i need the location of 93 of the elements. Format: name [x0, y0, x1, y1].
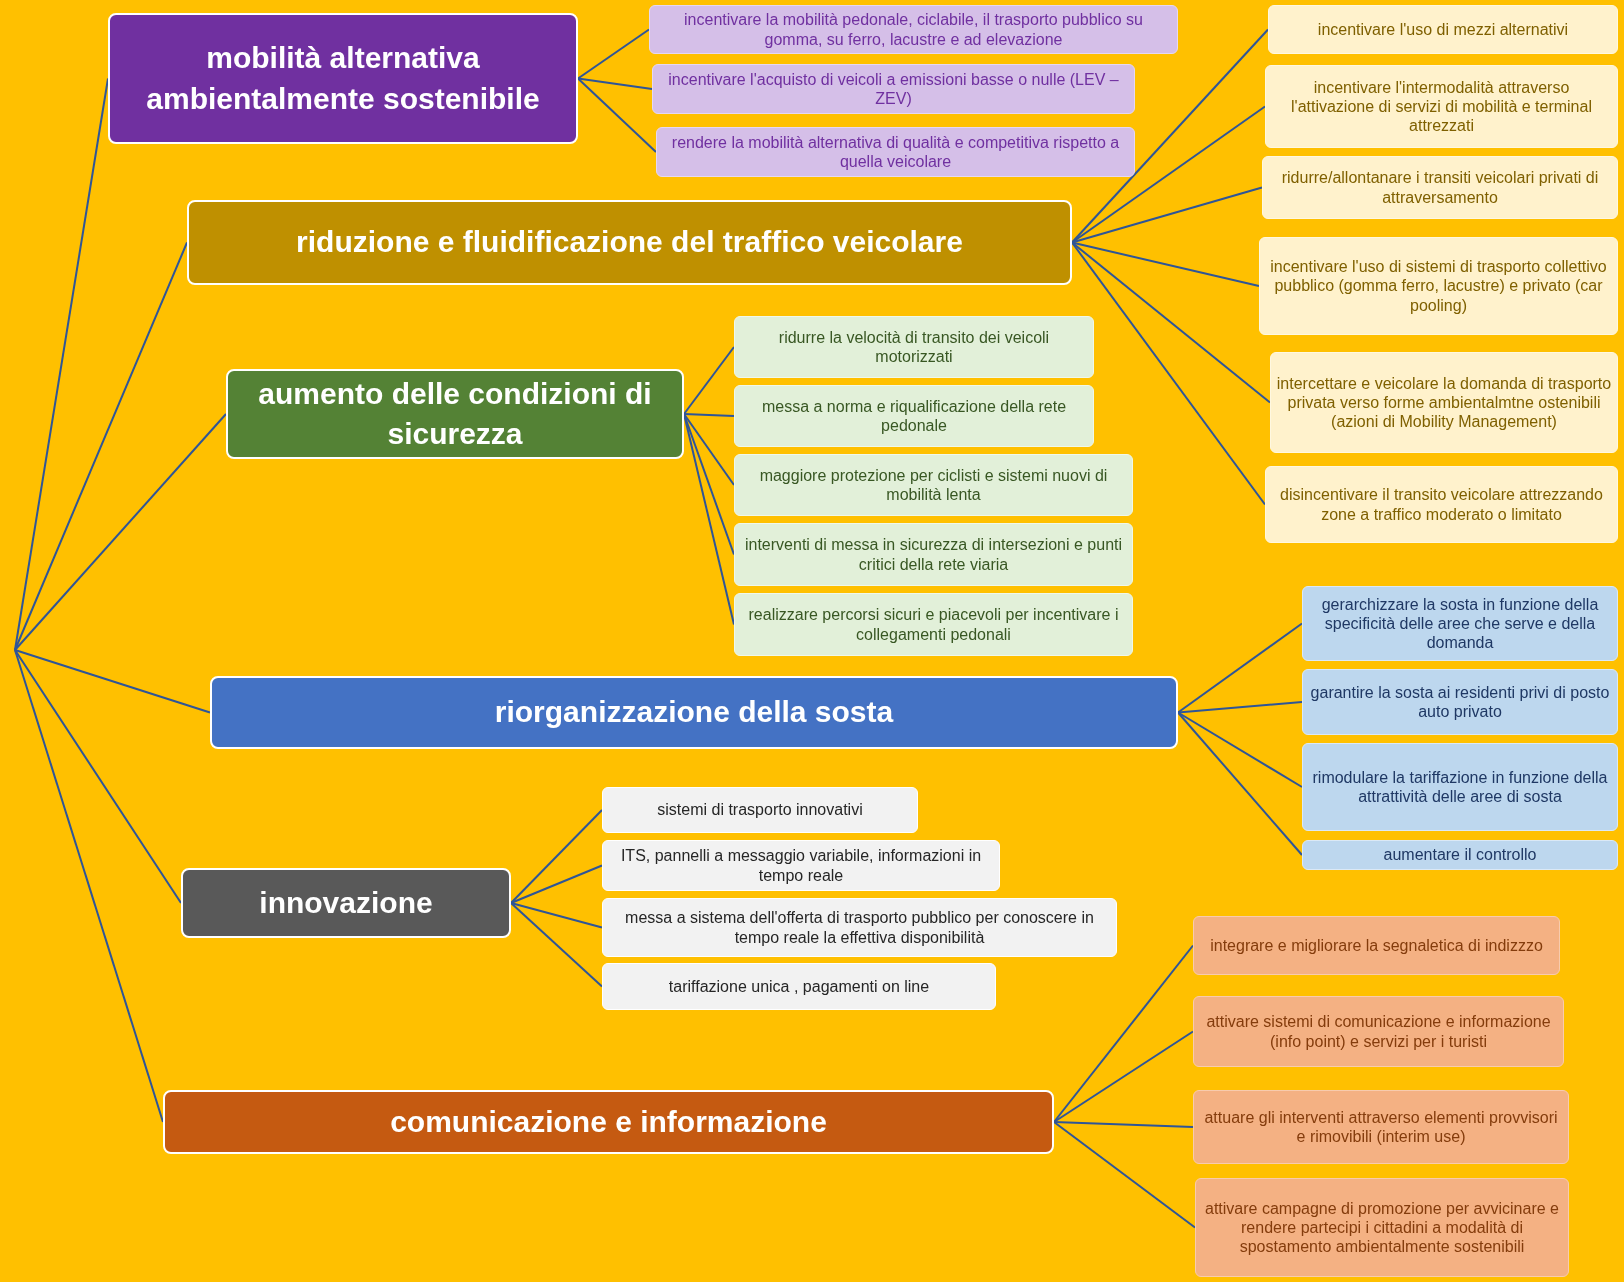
item-text: garantire la sosta ai residenti privi di posto auto privato	[1309, 682, 1611, 722]
connector-line	[683, 346, 735, 415]
item-text: ITS, pannelli a messaggio variabile, informazioni in tempo reale	[619, 846, 983, 885]
connector-line	[1071, 241, 1266, 506]
item-box	[1259, 237, 1618, 335]
connector-line	[1053, 1030, 1194, 1123]
item-text: intercettare e veicolare la domanda di trasporto privata verso forme ambientalmtne ostenibili (azioni di Mobility Management)	[1275, 373, 1613, 432]
item-box	[602, 963, 996, 1010]
connector-line	[1071, 241, 1271, 404]
item-box	[1302, 840, 1618, 870]
item-box	[1302, 586, 1618, 661]
item-box	[734, 523, 1133, 586]
connector-line	[1053, 944, 1194, 1123]
item-text: attivare campagne di promozione per avvicinare e rendere partecipi i cittadini a modalità di spostamento ambientalmente sostenibili	[1204, 1198, 1560, 1257]
item-text: incentivare l'uso di mezzi alternativi	[1317, 19, 1569, 40]
item-text: interventi di messa in sicurezza di intersezioni e punti critici della rete viaria	[743, 535, 1124, 574]
connector-line	[14, 649, 164, 1123]
connector-line	[577, 28, 650, 80]
item-text: incentivare l'intermodalità attraverso l'attivazione di servizi di mobilità e terminal attrezzati	[1290, 77, 1593, 136]
item-box	[734, 316, 1094, 378]
item-text: rimodulare la tariffazione in funzione della attrattività delle aree di sosta	[1311, 767, 1609, 807]
item-text: messa a norma e riqualificazione della rete pedonale	[760, 396, 1068, 436]
connector-line	[1177, 701, 1303, 714]
category-box	[163, 1090, 1054, 1154]
item-text: realizzare percorsi sicuri e piacevoli per incentivare i collegamenti pedonali	[747, 605, 1120, 644]
connector-line	[14, 649, 211, 714]
connector-line	[510, 902, 603, 929]
item-box	[652, 64, 1135, 114]
item-text: sistemi di trasporto innovativi	[657, 800, 863, 820]
item-text: ridurre/allontanare i transiti veicolari privati di attraversamento	[1280, 168, 1600, 207]
item-box	[1262, 156, 1618, 219]
item-text: maggiore protezione per ciclisti e sistemi nuovi di mobilità lenta	[758, 465, 1109, 505]
category-label: riduzione e fluidificazione del traffico veicolare	[296, 224, 963, 261]
connector-line	[1177, 622, 1303, 714]
category-label: comunicazione e informazione	[390, 1103, 827, 1140]
item-box	[1195, 1178, 1569, 1277]
item-box	[1193, 1090, 1569, 1164]
connector-line	[510, 902, 603, 988]
category-label: mobilità alternativa ambientalmente sostenibile	[145, 40, 541, 117]
connector-line	[14, 649, 182, 904]
item-text: ridurre la velocità di transito dei veicoli motorizzati	[777, 327, 1051, 367]
category-label: riorganizzazione della sosta	[494, 694, 894, 731]
connector-line	[577, 77, 657, 153]
item-box	[602, 840, 1000, 891]
category-box	[187, 200, 1072, 285]
connector-line	[510, 809, 603, 904]
category-label: innovazione	[259, 884, 433, 921]
item-box	[656, 127, 1135, 177]
connector-line	[1071, 186, 1263, 244]
item-text: incentivare la mobilità pedonale, ciclabile, il trasporto pubblico su gomma, su ferro, lacustre e ad elevazione	[683, 10, 1144, 49]
item-box	[602, 787, 918, 833]
item-text: attuare gli interventi attraverso elementi provvisori e rimovibili (interim use)	[1203, 1107, 1559, 1147]
item-text: rendere la mobilità alternativa di qualità e competitiva rispetto a quella veicolare	[670, 132, 1121, 172]
connector-line	[1071, 28, 1269, 244]
item-box	[1265, 65, 1618, 148]
item-box	[602, 898, 1117, 957]
item-text: gerarchizzare la sosta in funzione della specificità delle aree che serve e della domanda	[1320, 594, 1600, 653]
item-box	[1193, 996, 1564, 1067]
item-box	[1270, 352, 1618, 453]
item-text: disincentivare il transito veicolare attrezzando zone a traffico moderato o limitato	[1279, 485, 1604, 524]
item-text: attivare sistemi di comunicazione e informazione (info point) e servizi per i turisti	[1205, 1012, 1552, 1051]
item-text: integrare e migliorare la segnaletica di indizzzo	[1210, 935, 1543, 956]
item-box	[734, 385, 1094, 447]
connector-line	[683, 413, 735, 486]
category-label: aumento delle condizioni di sicurezza	[257, 375, 653, 452]
connector-line	[14, 241, 188, 651]
item-box	[1193, 916, 1560, 975]
category-box	[226, 369, 684, 459]
item-box	[1302, 669, 1618, 735]
item-text: aumentare il controllo	[1383, 845, 1537, 865]
connector-line	[510, 864, 603, 904]
connector-line	[14, 413, 227, 651]
item-text: tariffazione unica , pagamenti on line	[668, 976, 930, 997]
connector-line	[1177, 711, 1303, 856]
item-box	[1302, 743, 1618, 831]
item-text: incentivare l'acquisto di veicoli a emissioni basse o nulle (LEV – ZEV)	[667, 69, 1120, 109]
category-box	[108, 13, 578, 144]
item-text: incentivare l'uso di sistemi di trasporto collettivo pubblico (gomma ferro, lacustre) e privato (car pooling)	[1269, 257, 1608, 315]
item-box	[1265, 466, 1618, 543]
connector-line	[1071, 241, 1260, 287]
item-box	[649, 5, 1178, 54]
connector-line	[1053, 1121, 1196, 1229]
category-box	[181, 868, 511, 938]
item-text: messa a sistema dell'offerta di trasporto pubblico per conoscere in tempo reale la effettiva disponibilità	[624, 908, 1095, 947]
category-box	[210, 676, 1178, 749]
connector-line	[1053, 1121, 1194, 1128]
item-box	[734, 593, 1133, 656]
item-box	[734, 454, 1133, 516]
connector-line	[1177, 711, 1303, 788]
connector-line	[14, 77, 109, 651]
item-box	[1268, 5, 1618, 54]
connector-line	[577, 77, 653, 90]
connector-line	[683, 413, 735, 417]
